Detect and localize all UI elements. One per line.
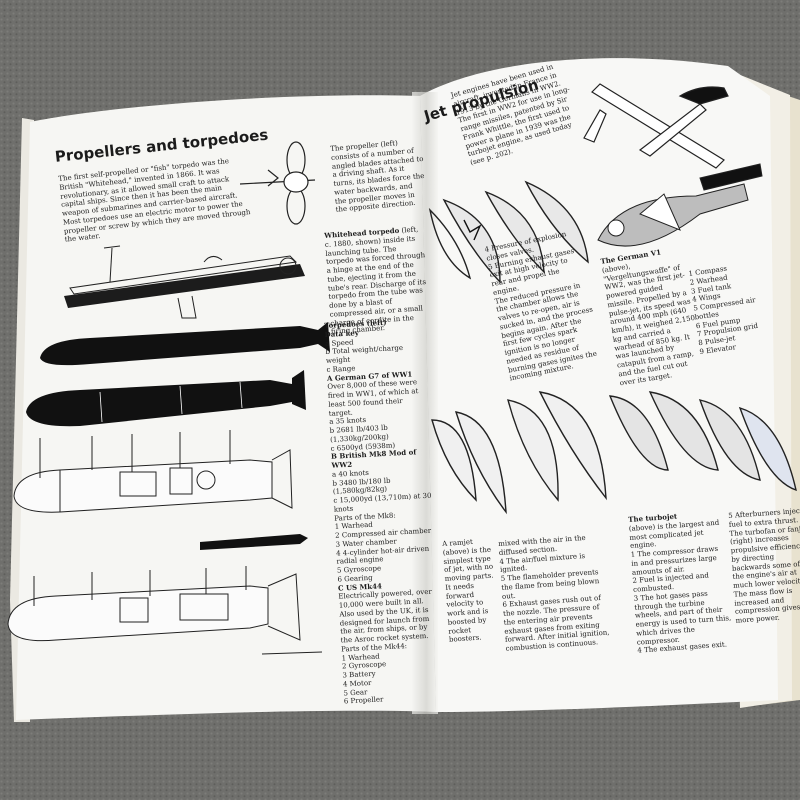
- turbojet-line: 3 The hot gases pass through the turbine…: [633, 589, 732, 647]
- turbofan-line: The turbofan or fanjet (right) increases…: [729, 523, 800, 625]
- ramjet-intro: A ramjet (above) is the simplest type of…: [442, 537, 494, 644]
- ramjet-caption: mixed with the air in the diffused secti…: [498, 532, 616, 653]
- turbojet-diagrams: [608, 391, 797, 492]
- pulsejet-line: The reduced pressure in the chamber allo…: [494, 280, 598, 383]
- turbojet-caption: The turbojet (above) is the largest and …: [628, 509, 734, 655]
- mk8-torpedo-diagram: [26, 370, 306, 427]
- ramjet-cycle-diagrams: [431, 391, 607, 515]
- propeller-caption: The propeller (left) consists of a numbe…: [330, 139, 425, 214]
- key-line: Electrically powered, over 10,000 were b…: [338, 587, 432, 645]
- mk8-cutaway-diagram: [13, 430, 293, 513]
- v1-missile-exterior: [583, 83, 729, 169]
- small-torpedo-diagram: [200, 534, 308, 550]
- v1-missile-cutaway: [597, 163, 763, 247]
- turbofan-caption: 5 Afterburners inject fuel to extra thru…: [728, 506, 800, 625]
- torpedo-data-key: Torpedoes (left) Data key a Speed b Tota…: [324, 317, 444, 707]
- ramjet-line: 6 Exhaust gases rush out of the nozzle. …: [502, 594, 610, 653]
- mk44-cutaway-diagram: [7, 566, 323, 655]
- key-line: Over 8,000 of these were fired in WW1, o…: [327, 378, 419, 418]
- book-gutter: [412, 92, 438, 714]
- v1-parts-list: 1 Compass 2 Warhead 3 Fuel tank 4 Wings …: [688, 260, 769, 356]
- g7-torpedo-diagram: [40, 322, 330, 366]
- pulsejet-cycle-diagrams: [428, 180, 589, 284]
- propeller-diagram: [239, 141, 316, 225]
- whitehead-torpedo-diagram: [64, 245, 305, 319]
